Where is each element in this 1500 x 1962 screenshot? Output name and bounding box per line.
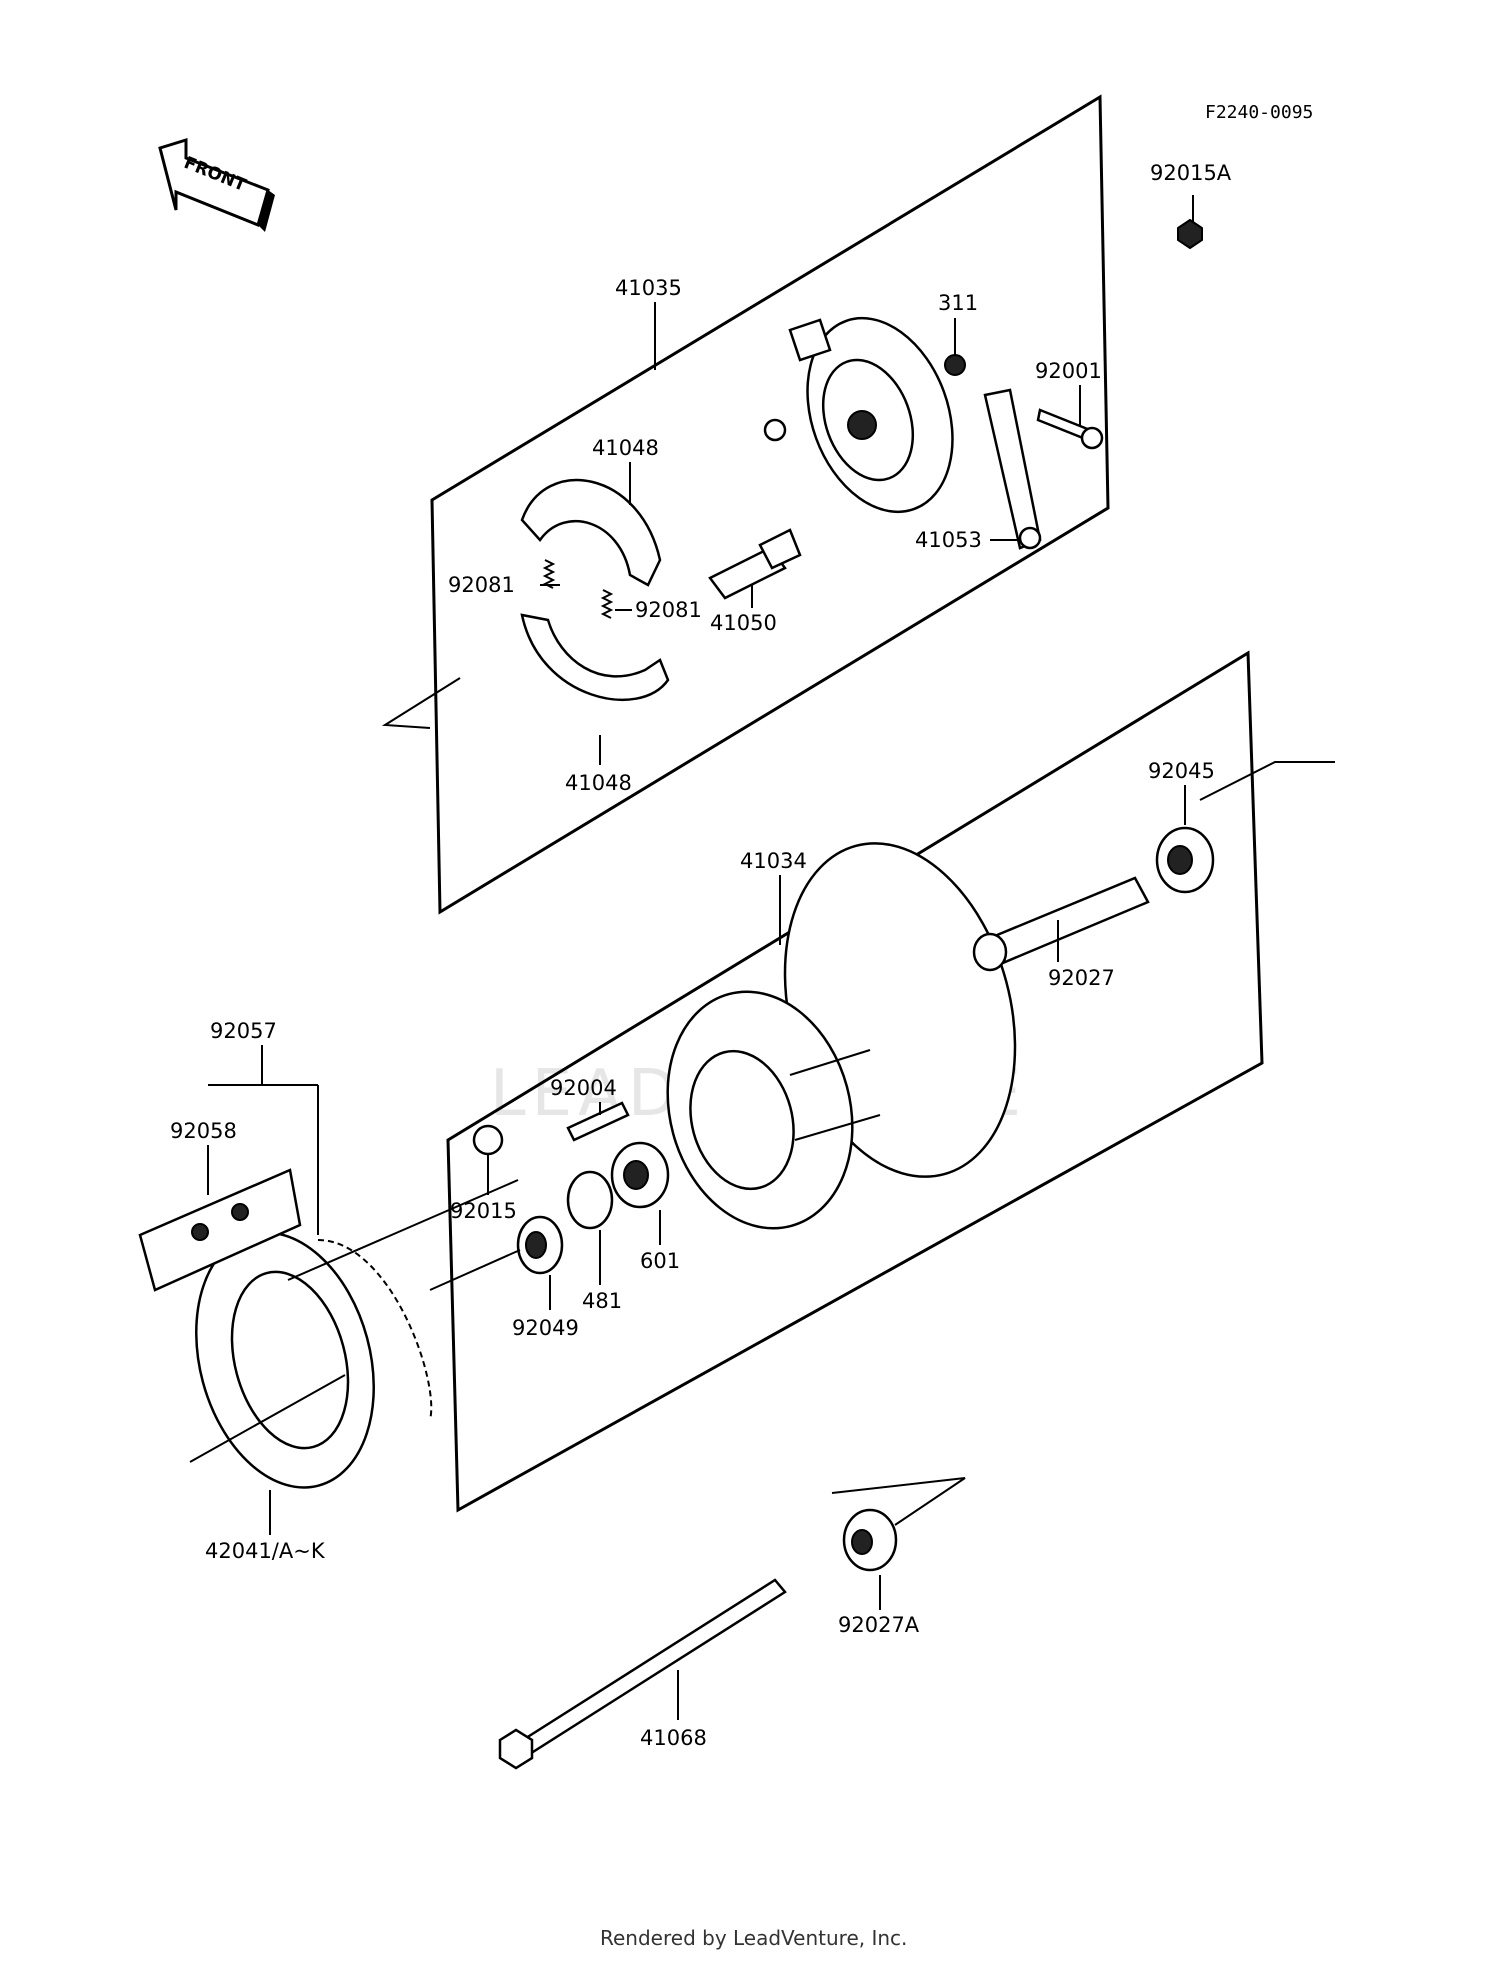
bearing-92045 (1155, 826, 1215, 894)
front-arrow-icon: FRONT (158, 137, 275, 232)
bolt-92001 (1036, 408, 1104, 450)
label-42041: 42041/A~K (205, 1539, 326, 1563)
spring-right (600, 589, 614, 619)
label-41048-top: 41048 (592, 436, 659, 460)
nut-92015A (1177, 218, 1203, 250)
brake-lever (983, 388, 1042, 550)
brake-shoe-upper (520, 478, 662, 587)
hub-assembly (666, 842, 1017, 1230)
label-481: 481 (582, 1289, 622, 1313)
label-92081-left: 92081 (448, 573, 515, 597)
label-92057: 92057 (210, 1019, 277, 1043)
nut-92015 (472, 1124, 504, 1156)
label-41050: 41050 (710, 611, 777, 635)
brake-panel-frame (430, 94, 1110, 915)
chain-92057 (317, 1239, 433, 1421)
label-41068: 41068 (640, 1726, 707, 1750)
sprocket-42041 (195, 1231, 375, 1489)
label-92001: 92001 (1035, 359, 1102, 383)
label-41034: 41034 (740, 849, 807, 873)
label-92027: 92027 (1048, 966, 1115, 990)
stud-92004 (566, 1101, 630, 1142)
label-41035: 41035 (615, 276, 682, 300)
label-92049: 92049 (512, 1316, 579, 1340)
render-credit: Rendered by LeadVenture, Inc. (600, 1926, 907, 1950)
diagram-reference-code: F2240-0095 (1205, 102, 1313, 123)
circlip-481 (566, 1170, 614, 1230)
label-92004: 92004 (550, 1076, 617, 1100)
label-92081-right: 92081 (635, 598, 702, 622)
axle-41068 (498, 1578, 787, 1770)
label-92058: 92058 (170, 1119, 237, 1143)
master-link-92058 (138, 1168, 302, 1292)
hub-frame (446, 650, 1264, 1513)
label-601: 601 (640, 1249, 680, 1273)
spring-left (542, 559, 556, 589)
label-41048-bottom: 41048 (565, 771, 632, 795)
brake-panel-assembly (763, 316, 954, 514)
seal-92049 (516, 1215, 564, 1275)
label-92045: 92045 (1148, 759, 1215, 783)
brake-shoe-lower (520, 613, 670, 702)
label-92015A: 92015A (1150, 161, 1232, 185)
label-92015: 92015 (450, 1199, 517, 1223)
collar-92027 (972, 876, 1150, 972)
label-311: 311 (938, 291, 978, 315)
collar-92027A (842, 1508, 898, 1572)
label-41053: 41053 (915, 528, 982, 552)
label-92027A: 92027A (838, 1613, 920, 1637)
brake-cam (708, 528, 802, 600)
bearing-601 (610, 1141, 670, 1209)
nut-311 (944, 354, 966, 376)
